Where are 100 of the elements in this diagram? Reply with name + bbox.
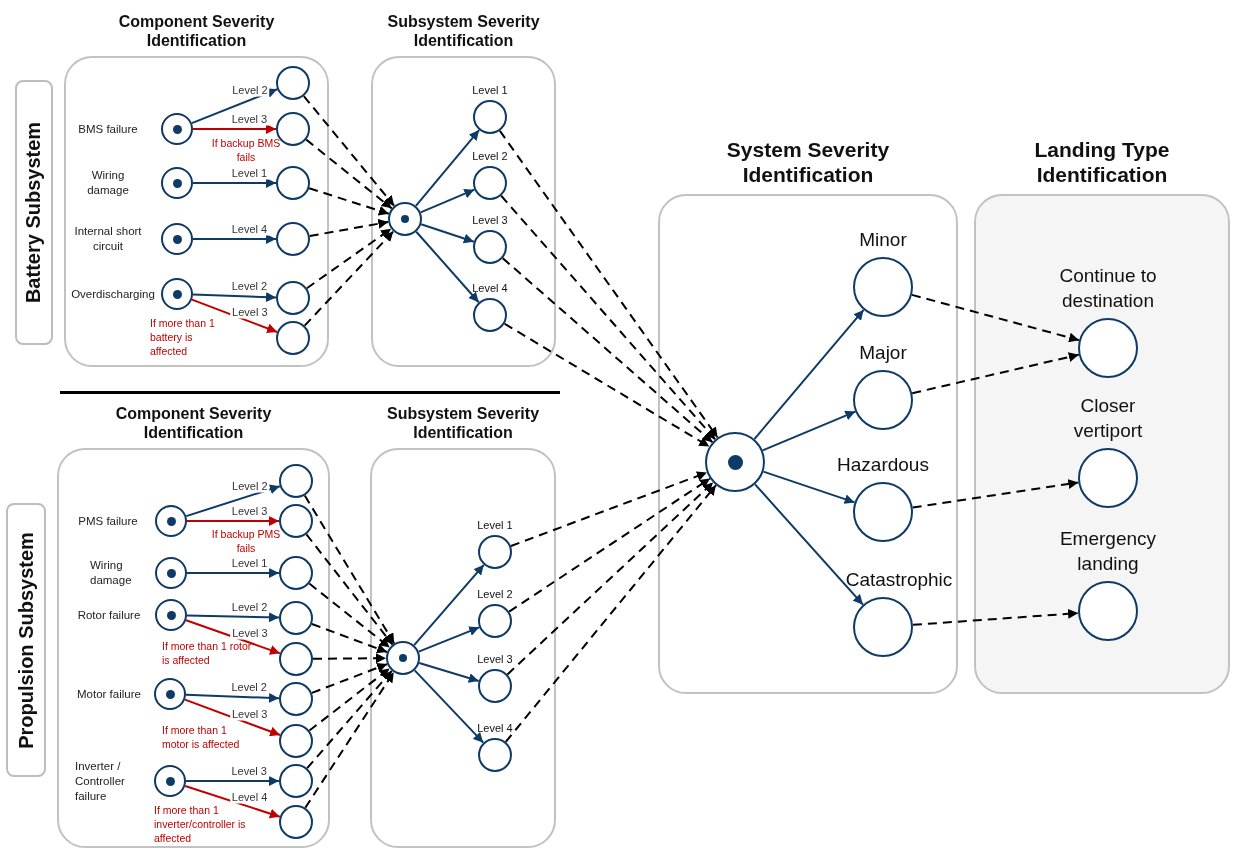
subsystem-label: Battery Subsystem: [22, 121, 46, 304]
arrow: [413, 669, 485, 744]
state-circle: [276, 66, 310, 100]
condition-note: If more than 1 battery is affected: [150, 316, 216, 358]
arrow: [753, 308, 865, 441]
severity-label: Continue to destination: [1058, 264, 1158, 313]
severity-label: Level 2: [477, 587, 513, 601]
arrow: [419, 188, 476, 214]
severity-label: Hazardous: [837, 453, 929, 477]
dashed-arrow: [303, 230, 395, 327]
arrow: [415, 230, 480, 304]
arrow: [192, 292, 277, 303]
severity-label: Major: [859, 341, 907, 365]
dashed-arrow: [911, 608, 1080, 626]
dashed-arrow: [911, 352, 1080, 395]
arrow: [192, 178, 277, 188]
dashed-arrow: [503, 322, 711, 448]
condition-note: If backup BMS fails: [210, 136, 282, 164]
dashed-arrow: [310, 663, 389, 694]
edge-label: Level 3: [229, 504, 270, 518]
source-circle: [155, 557, 187, 589]
state-circle: [279, 601, 313, 635]
condition-note: If more than 1 motor is affected: [162, 723, 241, 751]
source-circle: [388, 202, 422, 236]
arrow: [417, 626, 481, 653]
state-circle: [279, 764, 313, 798]
dashed-arrow: [306, 669, 393, 770]
severity-label: Level 3: [477, 652, 513, 666]
arrow: [186, 568, 280, 578]
failure-label: Internal short circuit: [73, 224, 143, 254]
failure-label: Motor failure: [76, 686, 142, 702]
dashed-arrow: [302, 95, 396, 207]
arrow: [185, 776, 280, 786]
panel-heading: Component Severity Identification: [117, 11, 276, 51]
severity-label: Emergency landing: [1058, 527, 1158, 576]
arrow: [754, 483, 864, 606]
failure-label: Wiring damage: [86, 168, 130, 198]
dashed-arrow: [305, 227, 393, 290]
arrow: [185, 484, 281, 518]
arrow: [186, 612, 280, 623]
source-circle: [705, 432, 765, 492]
edge-label: Level 3: [229, 112, 270, 126]
arrow: [413, 563, 485, 647]
arrow: [414, 129, 481, 207]
source-circle: [155, 599, 187, 631]
panel-heading: System Severity Identification: [725, 136, 891, 188]
dashed-arrow: [308, 187, 390, 216]
state-circle: [276, 281, 310, 315]
edge-label: Level 2: [229, 680, 269, 694]
state-circle: [279, 504, 313, 538]
dashed-arrow: [498, 129, 719, 439]
state-circle: [279, 805, 313, 839]
source-circle: [161, 113, 193, 145]
severity-label: Level 1: [477, 518, 513, 532]
dashed-arrow: [508, 477, 711, 613]
dashed-arrow: [308, 218, 390, 237]
source-circle: [154, 678, 186, 710]
severity-label: Minor: [859, 228, 907, 252]
severity-label: Level 2: [472, 149, 508, 163]
arrow: [418, 661, 480, 683]
edge-label: Level 4: [229, 790, 270, 804]
dashed-arrow: [312, 653, 387, 664]
arrow: [184, 698, 282, 737]
severity-label: Level 3: [472, 213, 508, 227]
arrow: [420, 223, 475, 244]
panel-heading: Component Severity Identification: [114, 403, 273, 443]
panel-heading: Subsystem Severity Identification: [386, 11, 541, 51]
arrow: [761, 410, 857, 452]
state-circle: [276, 321, 310, 355]
dashed-arrow: [305, 138, 393, 210]
state-circle: [279, 642, 313, 676]
dashed-arrow: [506, 481, 715, 676]
edge-label: Level 2: [230, 83, 270, 97]
severity-label: Level 4: [477, 721, 513, 735]
arrow: [192, 124, 277, 134]
dashed-arrow: [910, 293, 1081, 343]
edge-label: Level 2: [229, 280, 270, 293]
severity-label: Level 4: [472, 281, 508, 295]
panel-heading: Landing Type Identification: [1033, 136, 1171, 188]
state-circle: [279, 682, 313, 716]
dashed-arrow: [504, 484, 717, 743]
dashed-arrow: [308, 582, 391, 649]
edge-label: Level 2: [230, 479, 270, 493]
state-circle: [279, 464, 313, 498]
arrow: [190, 298, 279, 334]
dashed-arrow: [304, 671, 395, 809]
arrow: [186, 516, 280, 526]
condition-note: If more than 1 inverter/controller is affected: [154, 803, 247, 845]
state-circle: [276, 222, 310, 256]
dashed-arrow: [501, 257, 714, 444]
severity-label: Catastrophic: [845, 568, 953, 592]
arrow: [190, 88, 279, 125]
dashed-arrow: [911, 479, 1080, 509]
source-circle: [161, 278, 193, 310]
panel-heading: Subsystem Severity Identification: [385, 403, 541, 443]
edge-label: Level 3: [230, 626, 270, 640]
source-circle: [155, 505, 187, 537]
severity-label: Closer vertiport: [1072, 394, 1144, 443]
arrow: [762, 470, 856, 504]
edge-label: Level 2: [229, 600, 270, 614]
